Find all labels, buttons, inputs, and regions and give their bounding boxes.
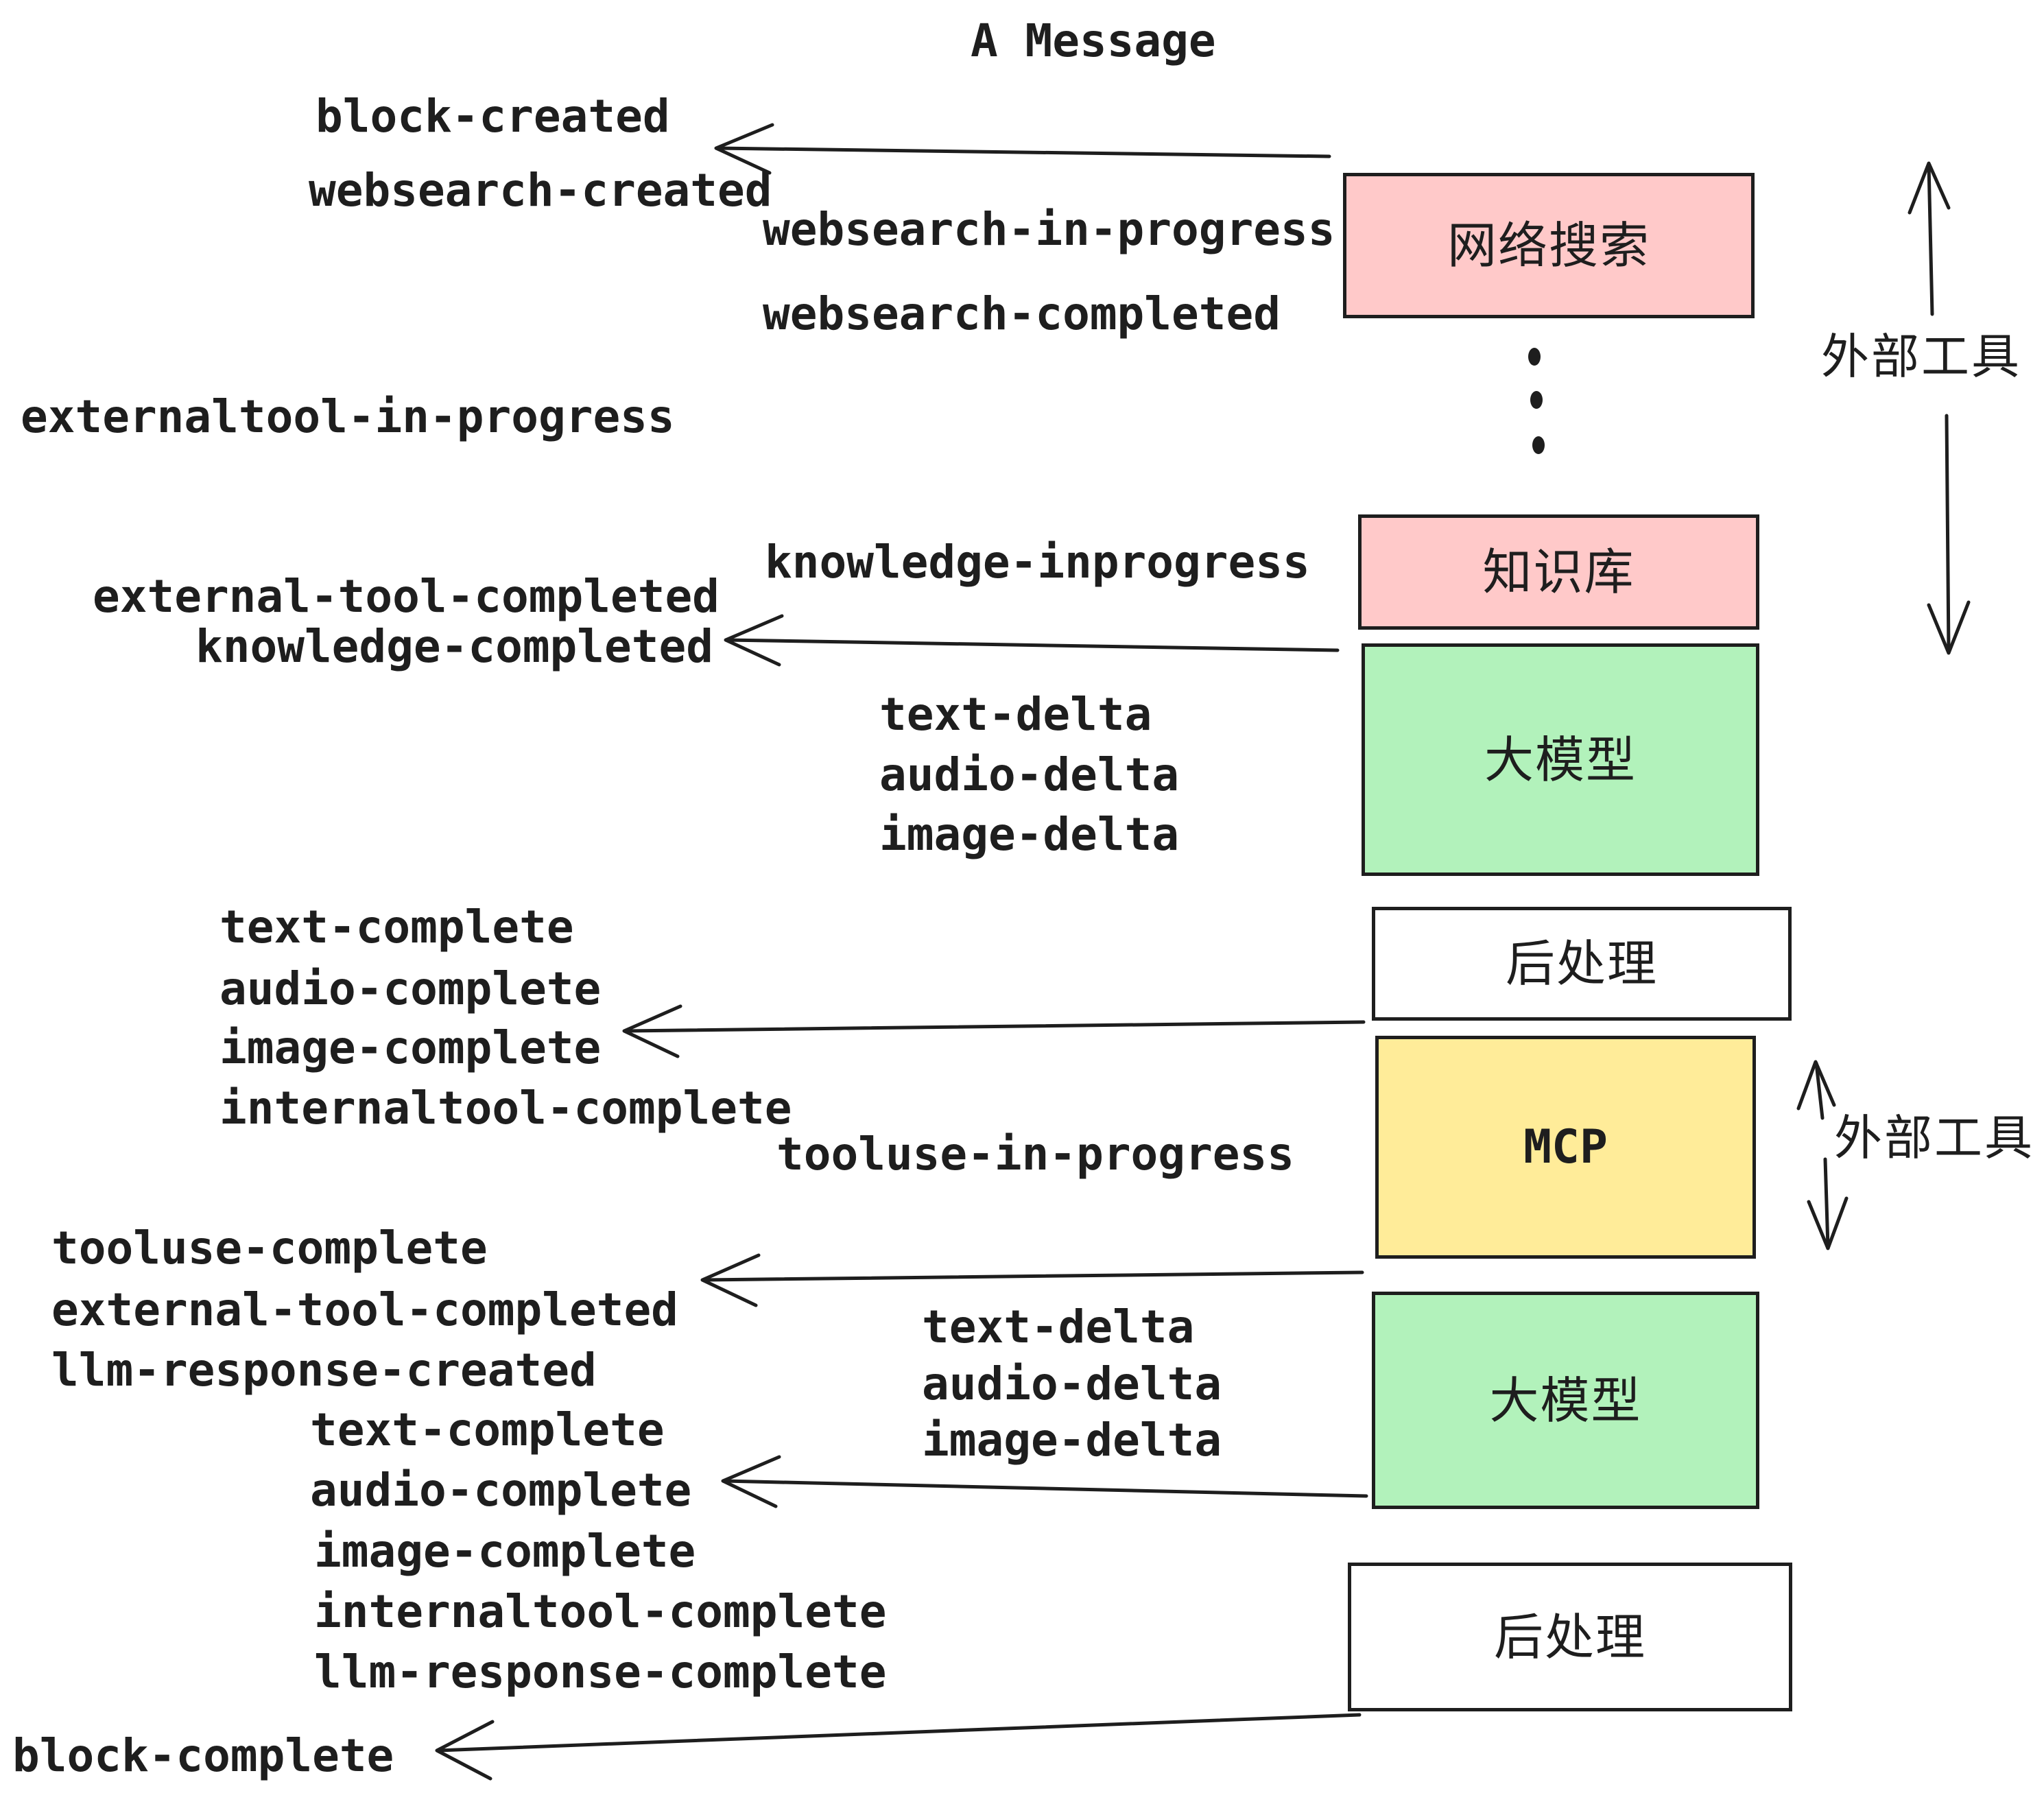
arrowhead-audio-complete	[721, 1455, 781, 1508]
event-label-block-complete: block-complete	[12, 1729, 394, 1782]
event-label-text-delta-1: text-delta	[879, 688, 1152, 741]
event-label-knowledge-completed: knowledge-completed	[195, 620, 713, 673]
event-label-websearch-created: websearch-created	[309, 164, 772, 217]
node-postprocess-2-label: 后处理	[1493, 1608, 1646, 1666]
arrow-to-image-complete	[623, 1020, 1366, 1033]
event-label-image-delta-1: image-delta	[879, 808, 1180, 861]
node-mcp-label: MCP	[1523, 1119, 1608, 1174]
event-label-external-tool-completed-1: external-tool-completed	[93, 570, 720, 623]
external-tools-arrow-down-2	[1823, 1157, 1830, 1249]
event-label-websearch-completed: websearch-completed	[763, 287, 1281, 340]
arrow-to-block-complete	[436, 1713, 1362, 1753]
event-label-externaltool-in-progress: externaltool-in-progress	[21, 390, 675, 443]
arrow-to-audio-complete	[722, 1479, 1368, 1498]
node-mcp: MCP	[1375, 1036, 1756, 1259]
event-label-tooluse-in-progress: tooluse-in-progress	[776, 1128, 1294, 1180]
node-llm-2: 大模型	[1372, 1292, 1759, 1509]
event-label-internaltool-complete-1: internaltool-complete	[219, 1082, 792, 1135]
node-postprocess-1: 后处理	[1372, 907, 1792, 1021]
event-label-knowledge-inprogress: knowledge-inprogress	[765, 536, 1310, 589]
node-postprocess-2: 后处理	[1348, 1563, 1792, 1711]
arrowhead-down-2	[1807, 1196, 1849, 1250]
node-knowledge: 知识库	[1358, 514, 1759, 630]
event-label-image-complete-2: image-complete	[314, 1525, 696, 1578]
arrow-to-knowledge-completed	[725, 638, 1340, 652]
external-tools-label-1: 外部工具	[1821, 329, 2021, 385]
event-label-block-created: block-created	[316, 90, 670, 143]
event-label-audio-delta-1: audio-delta	[879, 748, 1180, 801]
event-label-text-delta-2: text-delta	[922, 1301, 1195, 1353]
arrowhead-up-1	[1908, 161, 1951, 215]
external-tools-arrow-up-1	[1927, 163, 1934, 316]
arrowhead-down-1	[1927, 600, 1971, 655]
ellipsis-dot	[1532, 436, 1545, 454]
ellipsis-dot	[1530, 391, 1543, 409]
event-label-audio-complete-1: audio-complete	[219, 962, 602, 1015]
external-tools-label-2: 外部工具	[1834, 1110, 2034, 1166]
external-tools-arrow-up-2	[1814, 1061, 1825, 1120]
node-postprocess-1-label: 后处理	[1505, 935, 1658, 993]
node-llm-2-label: 大模型	[1489, 1371, 1642, 1429]
node-websearch: 网络搜索	[1343, 173, 1755, 318]
node-llm-1-label: 大模型	[1484, 731, 1637, 789]
node-knowledge-label: 知识库	[1482, 543, 1635, 601]
node-llm-1: 大模型	[1362, 643, 1759, 876]
arrowhead-image-complete	[622, 1004, 682, 1058]
event-label-internaltool-complete-2: internaltool-complete	[314, 1585, 887, 1638]
arrowhead-tooluse-complete	[700, 1253, 761, 1307]
event-label-llm-response-created: llm-response-created	[51, 1344, 597, 1397]
arrowhead-up-2	[1796, 1060, 1836, 1111]
external-tools-arrow-down-1	[1945, 414, 1951, 654]
event-label-llm-response-complete: llm-response-complete	[314, 1646, 887, 1698]
diagram-title: A Message	[971, 14, 1216, 67]
arrowhead-block-complete	[435, 1720, 495, 1781]
arrow-to-block-created	[715, 146, 1331, 158]
event-label-tooluse-complete: tooluse-complete	[51, 1222, 488, 1274]
event-label-text-complete-2: text-complete	[310, 1403, 665, 1456]
event-label-audio-delta-2: audio-delta	[922, 1357, 1222, 1410]
event-label-external-tool-completed-2: external-tool-completed	[51, 1283, 678, 1336]
event-label-image-complete-1: image-complete	[219, 1021, 602, 1074]
arrowhead-knowledge-completed	[724, 614, 784, 667]
event-label-image-delta-2: image-delta	[922, 1414, 1222, 1467]
event-label-audio-complete-2: audio-complete	[310, 1464, 692, 1517]
node-websearch-label: 网络搜索	[1447, 217, 1650, 274]
event-label-text-complete-1: text-complete	[219, 901, 574, 953]
ellipsis-dot	[1528, 348, 1541, 366]
event-label-websearch-in-progress: websearch-in-progress	[763, 203, 1335, 256]
arrow-to-tooluse-complete	[702, 1270, 1364, 1282]
